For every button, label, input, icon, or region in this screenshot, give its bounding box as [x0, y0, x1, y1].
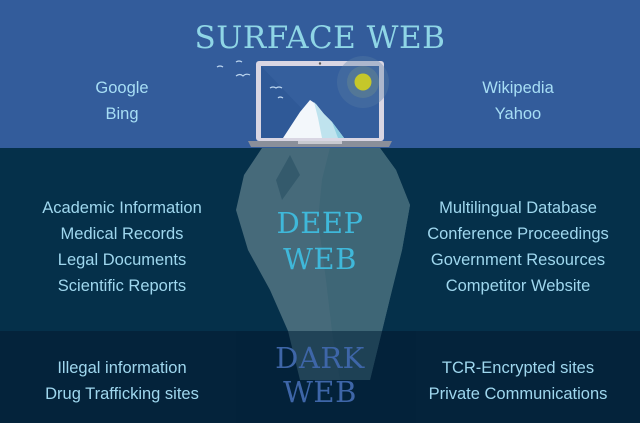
list-item: Conference Proceedings [427, 225, 609, 243]
list-item: Illegal information [57, 359, 187, 377]
list-item: Government Resources [430, 251, 606, 269]
list-item: Google [95, 79, 149, 97]
list-item: Private Communications [428, 385, 608, 403]
surface-web-right-list: Wikipedia Yahoo [458, 75, 578, 127]
deep-web-title-line1: DEEP [276, 206, 364, 240]
list-item: Yahoo [494, 105, 542, 123]
dark-web-title-line2: WEB [283, 375, 357, 409]
laptop-icon [248, 56, 392, 147]
list-item: Legal Documents [57, 251, 187, 269]
dark-web-left-list: Illegal information Drug Trafficking sit… [2, 355, 242, 407]
dark-web-title: DARK WEB [250, 341, 390, 409]
surface-web-left-list: Google Bing [62, 75, 182, 127]
list-item: Bing [105, 105, 139, 123]
bird-icon [216, 60, 284, 99]
deep-web-title: DEEP WEB [250, 205, 390, 277]
deep-web-right-list: Multilingual Database Conference Proceed… [398, 195, 638, 299]
list-item: Drug Trafficking sites [45, 385, 199, 403]
list-item: Medical Records [60, 225, 184, 243]
surface-web-title: SURFACE WEB [194, 20, 446, 56]
list-item: Multilingual Database [439, 199, 597, 217]
underwater-iceberg-icon [236, 148, 416, 423]
list-item: Academic Information [42, 199, 202, 217]
list-item: TCR-Encrypted sites [441, 359, 595, 377]
sun-icon [337, 56, 389, 108]
dark-web-title-line1: DARK [275, 341, 365, 375]
iceberg-icon [283, 100, 344, 138]
list-item: Competitor Website [445, 277, 591, 295]
dark-web-right-list: TCR-Encrypted sites Private Communicatio… [398, 355, 638, 407]
list-item: Wikipedia [482, 79, 554, 97]
deep-web-left-list: Academic Information Medical Records Leg… [2, 195, 242, 299]
deep-web-title-line2: WEB [283, 242, 357, 276]
list-item: Scientific Reports [57, 277, 187, 295]
